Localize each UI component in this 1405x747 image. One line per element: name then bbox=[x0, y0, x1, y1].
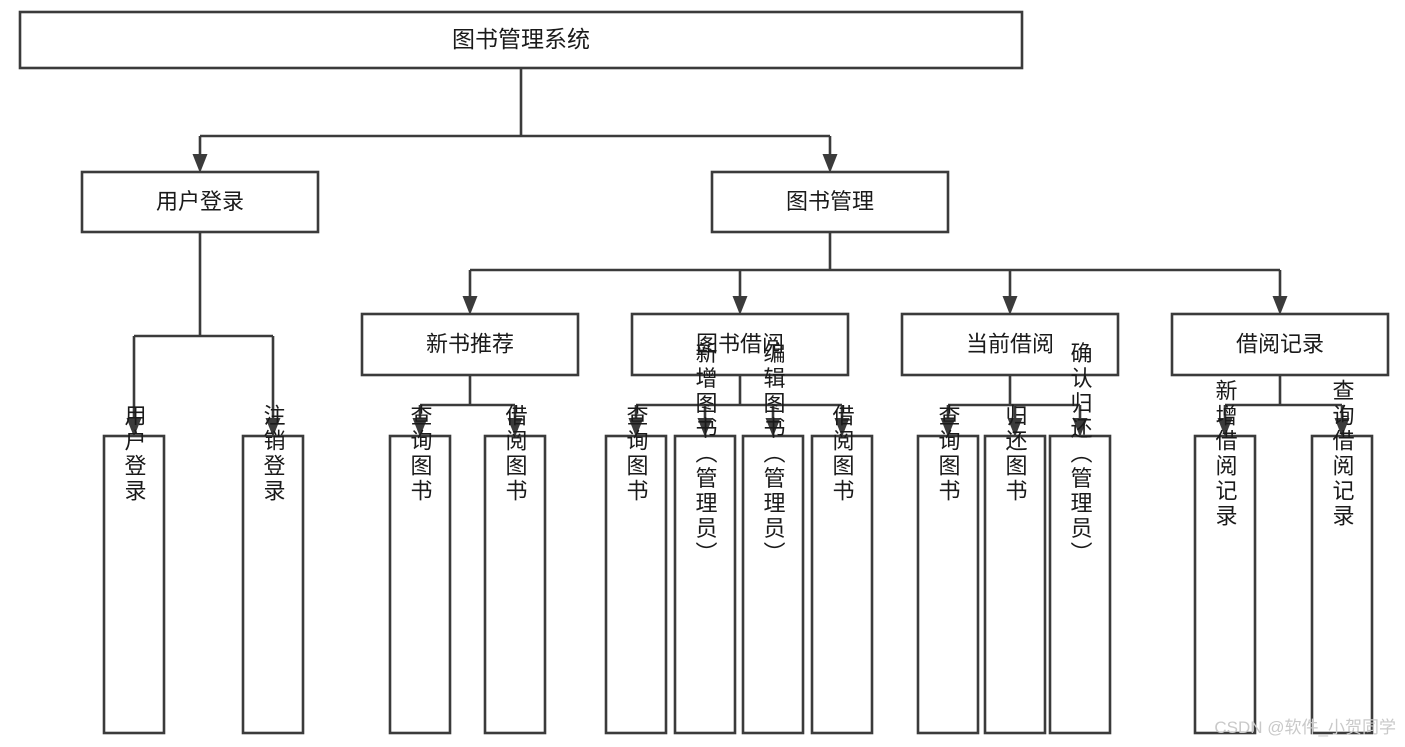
connector-new-book-recommend-bus bbox=[412, 375, 523, 437]
node-box[interactable] bbox=[983, 434, 1047, 735]
node-box[interactable] bbox=[80, 170, 320, 234]
node-box[interactable] bbox=[1170, 312, 1390, 377]
node-box[interactable] bbox=[360, 312, 580, 377]
arrow-head-icon bbox=[1272, 296, 1288, 315]
node-cb-query-book[interactable]: 查询图书 bbox=[916, 404, 980, 735]
node-book-manage[interactable]: 图书管理 bbox=[710, 170, 950, 234]
node-box[interactable] bbox=[900, 312, 1120, 377]
node-user-login[interactable]: 用户登录 bbox=[80, 170, 320, 234]
connector-user-login-bus bbox=[126, 232, 281, 437]
arrow-head-icon bbox=[822, 154, 838, 173]
node-box[interactable] bbox=[1193, 434, 1257, 735]
node-box[interactable] bbox=[388, 434, 452, 735]
node-label: 新增图书（管理员） bbox=[693, 342, 718, 567]
arrow-head-icon bbox=[732, 296, 748, 315]
arrow-head-icon bbox=[940, 418, 956, 437]
node-box[interactable] bbox=[630, 312, 850, 377]
arrow-head-icon bbox=[1217, 418, 1233, 437]
node-label: 查询借阅记录 bbox=[1330, 379, 1355, 529]
arrow-head-icon bbox=[1334, 418, 1350, 437]
node-label: 当前借阅 bbox=[966, 331, 1054, 356]
node-label: 查询图书 bbox=[624, 404, 649, 504]
connector-borrow-record-bus bbox=[1217, 375, 1350, 437]
node-box[interactable] bbox=[1048, 434, 1112, 735]
node-label: 确认归还（管理员） bbox=[1068, 342, 1093, 567]
arrow-head-icon bbox=[507, 418, 523, 437]
node-label: 图书借阅 bbox=[696, 331, 784, 356]
connector-book-borrow-bus bbox=[628, 375, 850, 437]
node-new-book-recommend[interactable]: 新书推荐 bbox=[360, 312, 580, 377]
watermark-label: CSDN @软件_小贺同学 bbox=[1214, 718, 1396, 737]
node-label: 借阅记录 bbox=[1236, 331, 1324, 356]
arrow-head-icon bbox=[126, 418, 142, 437]
node-label: 编辑图书（管理员） bbox=[761, 342, 786, 567]
node-user-logout[interactable]: 注销登录 bbox=[241, 404, 305, 735]
node-cb-confirm-return[interactable]: 确认归还（管理员） bbox=[1048, 342, 1112, 735]
node-label: 借阅图书 bbox=[503, 404, 528, 504]
node-current-borrow[interactable]: 当前借阅 bbox=[900, 312, 1120, 377]
node-box[interactable] bbox=[241, 434, 305, 735]
node-user-login-do[interactable]: 用户登录 bbox=[102, 404, 166, 735]
node-box[interactable] bbox=[710, 170, 950, 234]
arrow-head-icon bbox=[412, 418, 428, 437]
node-bb-add-book[interactable]: 新增图书（管理员） bbox=[673, 342, 737, 735]
node-box[interactable] bbox=[810, 434, 874, 735]
node-box[interactable] bbox=[102, 434, 166, 735]
node-label: 图书管理系统 bbox=[452, 26, 590, 52]
arrow-head-icon bbox=[462, 296, 478, 315]
node-br-query-record[interactable]: 查询借阅记录 bbox=[1310, 379, 1374, 735]
node-label: 归还图书 bbox=[1003, 404, 1028, 504]
node-bb-borrow-book[interactable]: 借阅图书 bbox=[810, 404, 874, 735]
node-label: 用户登录 bbox=[122, 404, 147, 504]
connector-root-bus bbox=[192, 68, 838, 173]
arrow-head-icon bbox=[697, 418, 713, 437]
node-box[interactable] bbox=[483, 434, 547, 735]
node-borrow-record[interactable]: 借阅记录 bbox=[1170, 312, 1390, 377]
node-box[interactable] bbox=[604, 434, 668, 735]
node-root[interactable]: 图书管理系统 bbox=[18, 10, 1024, 70]
arrow-head-icon bbox=[628, 418, 644, 437]
node-nbr-query-book[interactable]: 查询图书 bbox=[388, 404, 452, 735]
node-box[interactable] bbox=[1310, 434, 1374, 735]
arrow-head-icon bbox=[1007, 418, 1023, 437]
connector-book-manage-bus bbox=[462, 232, 1288, 315]
arrow-head-icon bbox=[265, 418, 281, 437]
arrow-head-icon bbox=[192, 154, 208, 173]
node-label: 用户登录 bbox=[156, 189, 244, 214]
node-label: 新书推荐 bbox=[426, 331, 514, 356]
node-book-borrow[interactable]: 图书借阅 bbox=[630, 312, 850, 377]
node-bb-edit-book[interactable]: 编辑图书（管理员） bbox=[741, 342, 805, 735]
node-label: 查询图书 bbox=[408, 404, 433, 504]
connectors-layer bbox=[126, 68, 1350, 437]
arrow-head-icon bbox=[1002, 296, 1018, 315]
node-bb-query-book[interactable]: 查询图书 bbox=[604, 404, 668, 735]
node-label: 新增借阅记录 bbox=[1213, 379, 1238, 529]
node-label: 图书管理 bbox=[786, 189, 874, 214]
node-box[interactable] bbox=[916, 434, 980, 735]
nodes-layer: 图书管理系统用户登录用户登录注销登录图书管理新书推荐查询图书借阅图书图书借阅查询… bbox=[18, 10, 1390, 735]
arrow-head-icon bbox=[765, 418, 781, 437]
node-cb-return-book[interactable]: 归还图书 bbox=[983, 404, 1047, 735]
connector-current-borrow-bus bbox=[940, 375, 1088, 437]
node-br-add-record[interactable]: 新增借阅记录 bbox=[1193, 379, 1257, 735]
arrow-head-icon bbox=[1072, 418, 1088, 437]
node-nbr-borrow-book[interactable]: 借阅图书 bbox=[483, 404, 547, 735]
node-box[interactable] bbox=[741, 434, 805, 735]
node-box[interactable] bbox=[18, 10, 1024, 70]
node-label: 注销登录 bbox=[261, 404, 286, 504]
node-label: 借阅图书 bbox=[830, 404, 855, 504]
arrow-head-icon bbox=[834, 418, 850, 437]
node-box[interactable] bbox=[673, 434, 737, 735]
node-label: 查询图书 bbox=[936, 404, 961, 504]
